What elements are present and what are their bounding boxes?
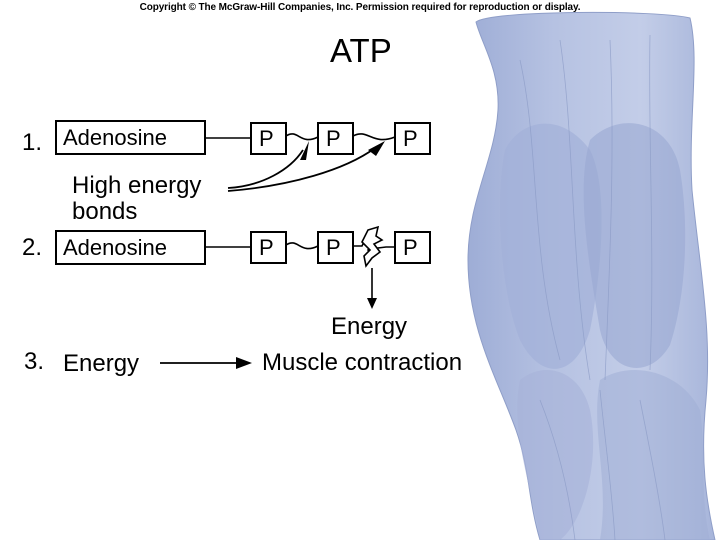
- energy-release-arrow-head: [367, 298, 377, 309]
- callout-arrow-2-head: [368, 141, 385, 156]
- callout-arrow-1-head: [300, 141, 309, 160]
- row1-phosphate-2-box: [317, 122, 354, 155]
- muscle-lower-left: [517, 370, 594, 540]
- row2-number: 2.: [22, 234, 42, 261]
- row3-number: 3.: [24, 348, 44, 375]
- row1-phosphate-1-label: P: [259, 126, 274, 151]
- row2-high-energy-bond: [285, 242, 319, 250]
- callout-arrow-2: [227, 147, 376, 192]
- diagram-title: ATP: [330, 32, 392, 69]
- row1-phosphate-3-box: [394, 122, 431, 155]
- muscle-belly-left: [500, 123, 602, 369]
- row2-phosphate-2-label: P: [326, 235, 341, 260]
- callout-arrow-1: [227, 149, 304, 189]
- row1-high-energy-bond-1: [285, 133, 319, 141]
- row3-arrow-head: [236, 357, 252, 369]
- callout-line1: High energy: [72, 172, 201, 199]
- row2-bond-break-icon: [361, 225, 384, 268]
- row1-phosphate-1-box: [250, 122, 287, 155]
- row1-number: 1.: [22, 129, 42, 156]
- row1-phosphate-2-label: P: [326, 126, 341, 151]
- row2-adenosine-box: [55, 230, 206, 265]
- row3-energy-label: Energy: [63, 350, 139, 377]
- row1-phosphate-3-label: P: [403, 126, 418, 151]
- row1-high-energy-bond-2: [352, 133, 396, 141]
- row2-phosphate-3-label: P: [403, 235, 418, 260]
- row2-phosphate-1-box: [250, 231, 287, 264]
- callout-line2: bonds: [72, 198, 137, 225]
- row3-result-label: Muscle contraction: [262, 349, 462, 376]
- energy-release-label: Energy: [331, 313, 407, 340]
- row2-adenosine-label: Adenosine: [63, 235, 167, 260]
- copyright-notice: Copyright © The McGraw-Hill Companies, I…: [139, 2, 581, 13]
- muscle-lower-right: [597, 370, 710, 540]
- row1-adenosine-label: Adenosine: [63, 125, 167, 150]
- row2-phosphate-3-box: [394, 231, 431, 264]
- row2-phosphate-2-box: [317, 231, 354, 264]
- muscle-belly-right: [583, 123, 686, 368]
- row2-phosphate-1-label: P: [259, 235, 274, 260]
